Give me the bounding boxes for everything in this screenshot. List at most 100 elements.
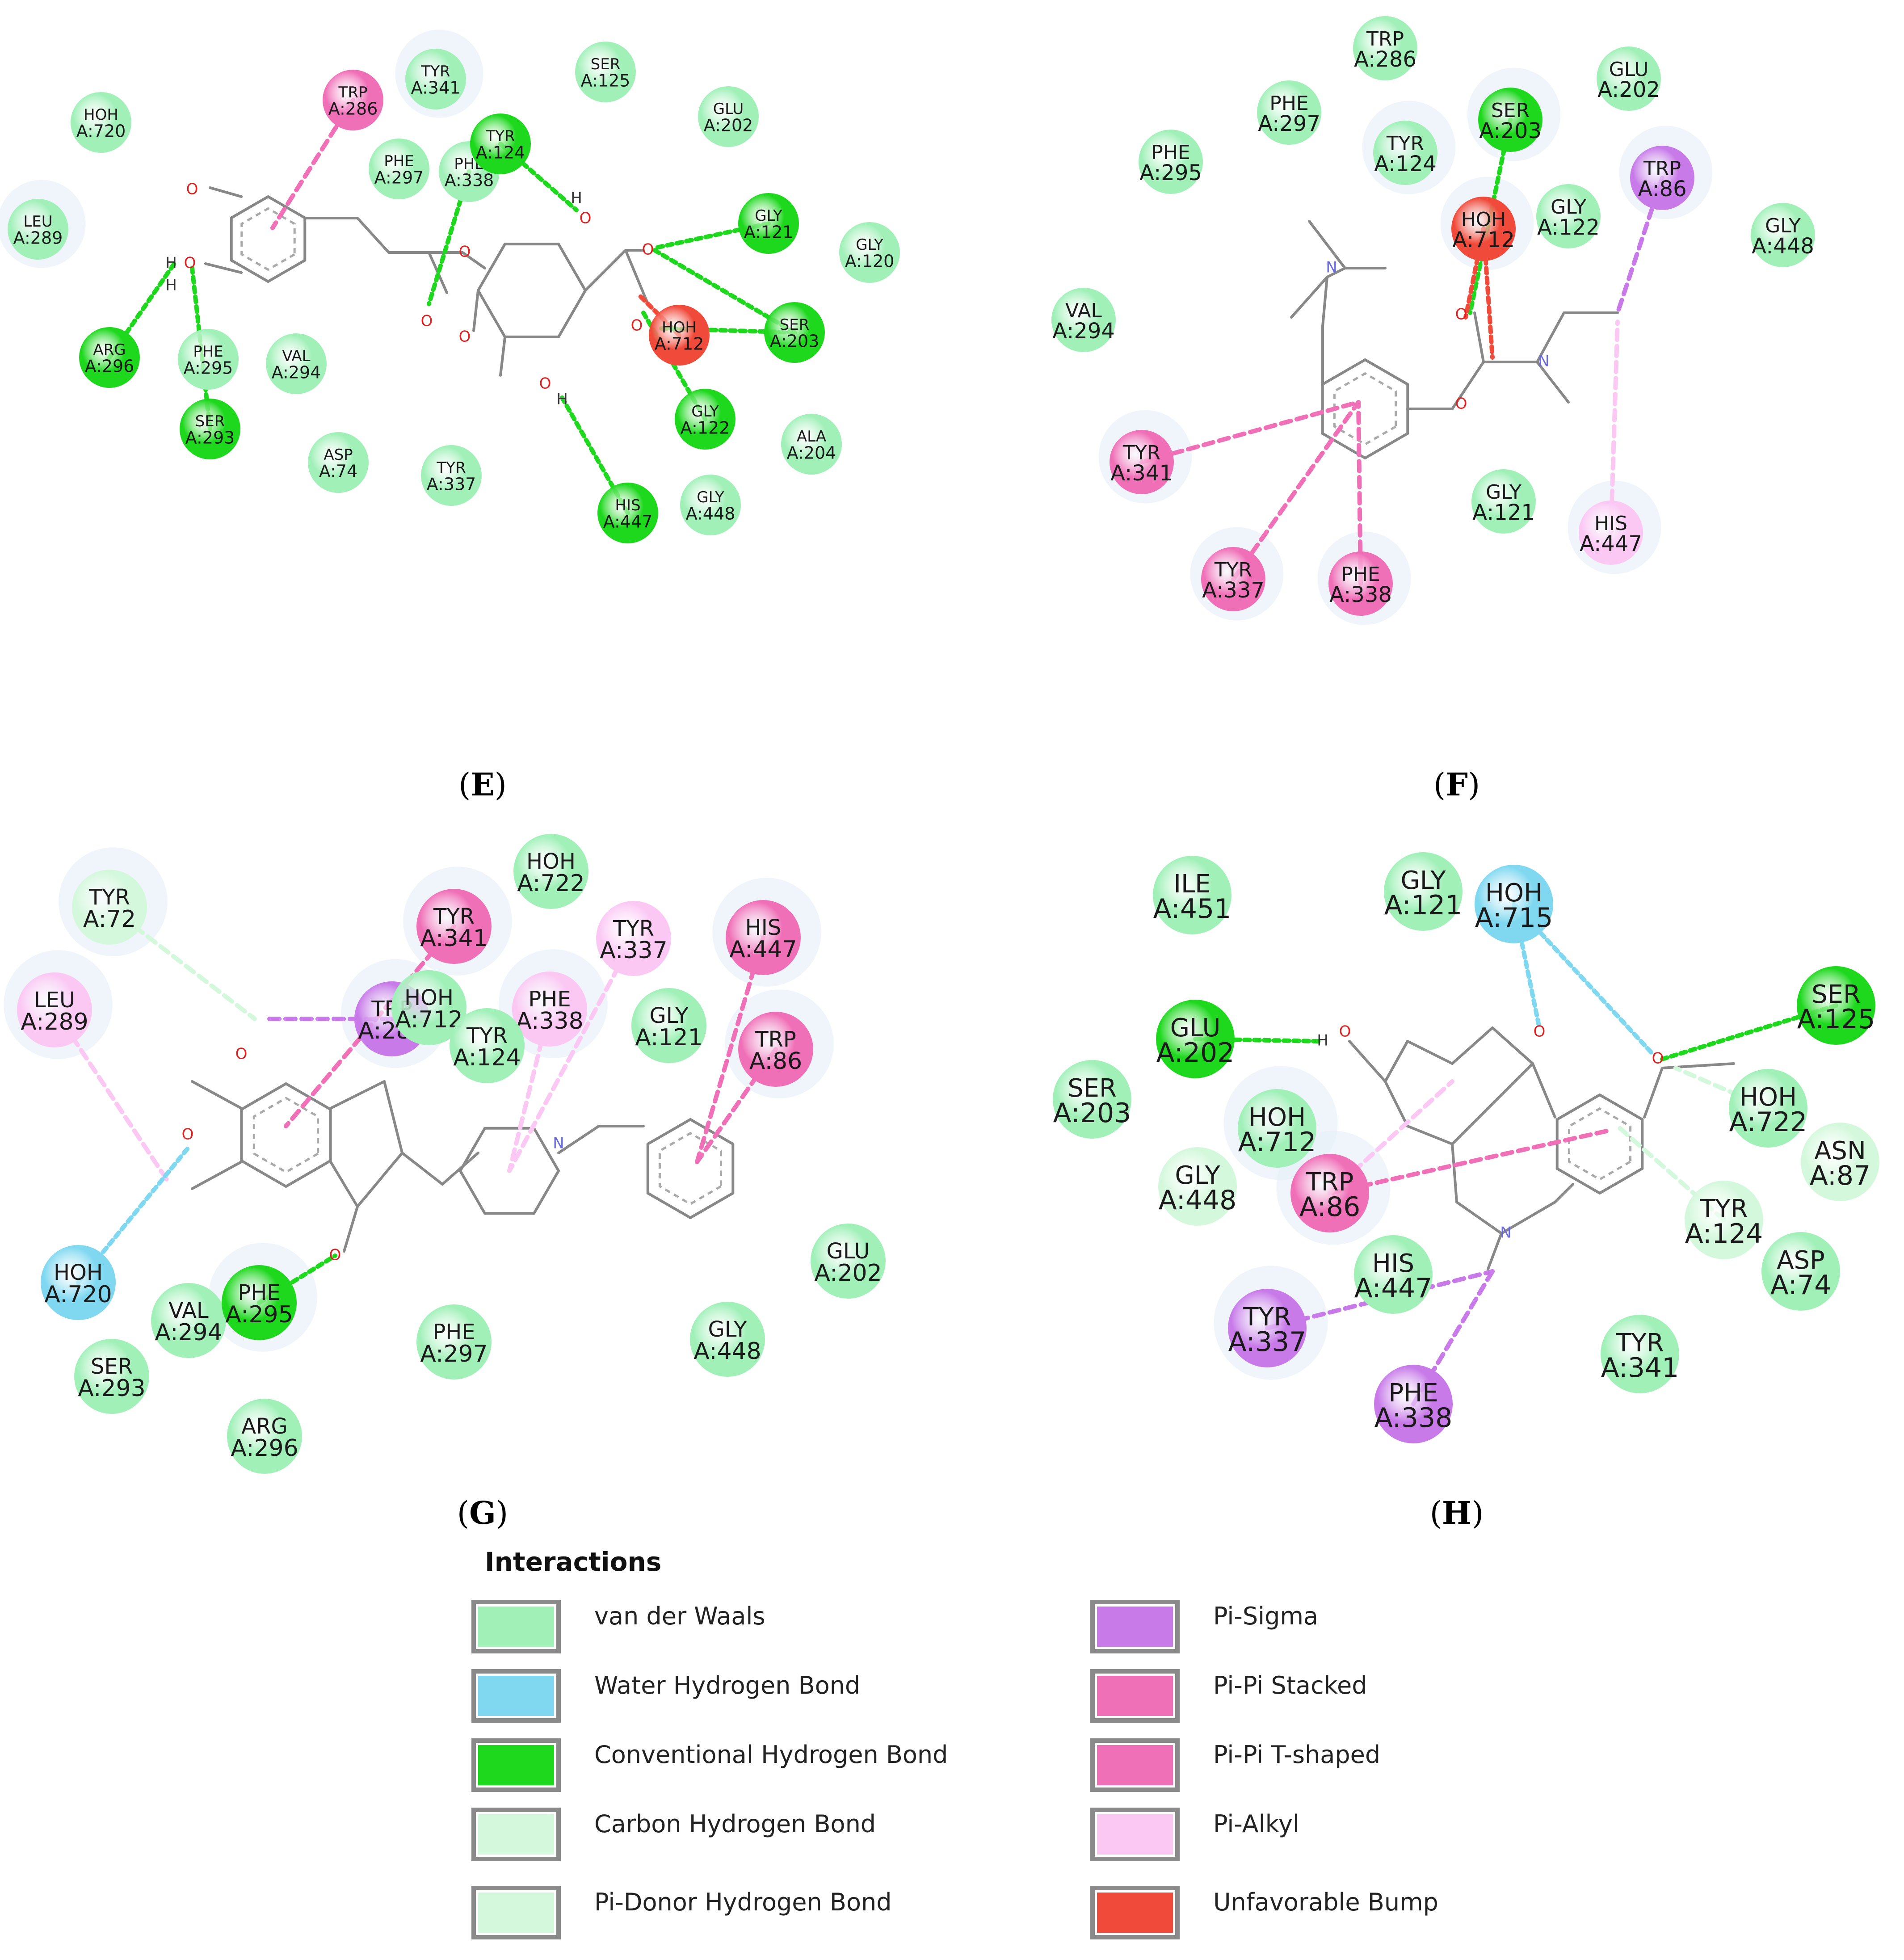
panel-label-H: (H) <box>1430 1494 1484 1531</box>
legend-item-conventional: Conventional Hydrogen Bond <box>471 1738 948 1792</box>
legend-swatch <box>478 1814 554 1855</box>
residue-layer: HOHA:720LEUA:289ARGA:296PHEA:295SERA:293… <box>8 16 1879 1474</box>
residue-disc <box>1761 1232 1840 1311</box>
bond <box>209 186 243 198</box>
residue-number: A:338 <box>445 170 494 190</box>
residue-number: A:341 <box>1601 1352 1679 1384</box>
residue-disc <box>764 302 825 363</box>
residue-name: PHE <box>384 152 414 170</box>
residue-disc <box>1053 1060 1131 1139</box>
bond <box>557 1125 600 1154</box>
ring-bond <box>1364 358 1409 386</box>
bond <box>472 289 479 332</box>
residue-number: A:289 <box>13 228 63 248</box>
bond <box>1384 1040 1409 1083</box>
residue-name: TYR <box>1122 442 1160 464</box>
residue-number: A:712 <box>655 334 704 353</box>
panel-label-E: (E) <box>458 766 507 803</box>
residue-disc <box>17 972 92 1047</box>
residue-number: A:722 <box>1729 1106 1807 1138</box>
residue-number: A:86 <box>749 1048 802 1075</box>
residue-disc <box>266 333 327 394</box>
legend-swatch <box>478 1745 554 1785</box>
residue-name: TRP <box>1643 157 1681 180</box>
residue-name: GLU <box>1170 1014 1221 1043</box>
residue-disc <box>1536 184 1601 248</box>
bond <box>1451 1026 1494 1065</box>
bond <box>1473 311 1485 363</box>
residue-disc <box>416 889 492 964</box>
ring-bond <box>267 259 307 283</box>
residue-disc <box>1801 1123 1879 1201</box>
residue-disc <box>649 305 710 366</box>
residue-number: A:203 <box>1053 1098 1131 1129</box>
atom-label: O <box>329 1246 341 1264</box>
ligand-bonds-layer <box>191 186 1735 1270</box>
residue-number: A:120 <box>845 251 895 271</box>
residue-name: PHE <box>1341 563 1380 586</box>
residue-disc <box>690 1302 765 1377</box>
ring-bond <box>285 1082 332 1111</box>
legend-item-pi_pi_stacked: Pi-Pi Stacked <box>1090 1669 1367 1723</box>
bond <box>1384 1080 1409 1127</box>
residue-number: A:448 <box>686 504 736 523</box>
residue-disc <box>1373 121 1437 185</box>
residue-disc <box>781 414 842 475</box>
legend-label: Pi-Pi Stacked <box>1213 1671 1367 1699</box>
residue-number: A:297 <box>374 168 424 187</box>
residue-name: PHE <box>1269 92 1308 115</box>
residue-name: SER <box>1812 980 1861 1009</box>
residue-name: TRP <box>755 1027 796 1052</box>
bond <box>329 1080 386 1110</box>
residue-number: A:338 <box>1329 582 1392 607</box>
residue-name: ASN <box>1814 1136 1866 1165</box>
residue-disc <box>726 900 801 975</box>
residue-number: A:86 <box>1638 177 1686 202</box>
residue-disc <box>1110 430 1174 494</box>
residue-name: GLY <box>856 236 883 254</box>
legend-swatch <box>1097 1893 1173 1933</box>
residue-disc <box>74 1339 149 1414</box>
residue-number: A:712 <box>1452 227 1515 252</box>
atom-label: O <box>580 210 592 227</box>
residue-number: A:124 <box>453 1044 521 1071</box>
ring-bond <box>557 243 587 292</box>
residue-number: A:125 <box>581 71 630 90</box>
residue-number: A:448 <box>1159 1185 1237 1216</box>
residue-name: ARG <box>241 1414 287 1439</box>
residue-number: A:124 <box>1374 151 1437 177</box>
bond <box>1290 276 1328 319</box>
residue-disc <box>79 327 140 388</box>
bond <box>356 1152 403 1208</box>
atom-label: H <box>571 189 582 207</box>
ring-bond <box>646 1192 692 1219</box>
residue-disc <box>596 901 671 976</box>
ring-bond <box>267 195 307 219</box>
atom-label: O <box>459 328 471 346</box>
interaction-line-pi_pi_stacked <box>695 935 765 1164</box>
atom-label: O <box>631 317 643 335</box>
residue-number: A:121 <box>635 1024 702 1051</box>
bond <box>1451 361 1485 410</box>
ring-bond <box>533 1169 560 1215</box>
atom-label: O <box>235 1045 248 1063</box>
residue-number: A:72 <box>83 906 136 933</box>
residue-disc <box>1475 865 1553 943</box>
residue-name: VAL <box>282 347 310 365</box>
residue-number: A:202 <box>1597 77 1660 102</box>
bond <box>1348 1040 1387 1083</box>
